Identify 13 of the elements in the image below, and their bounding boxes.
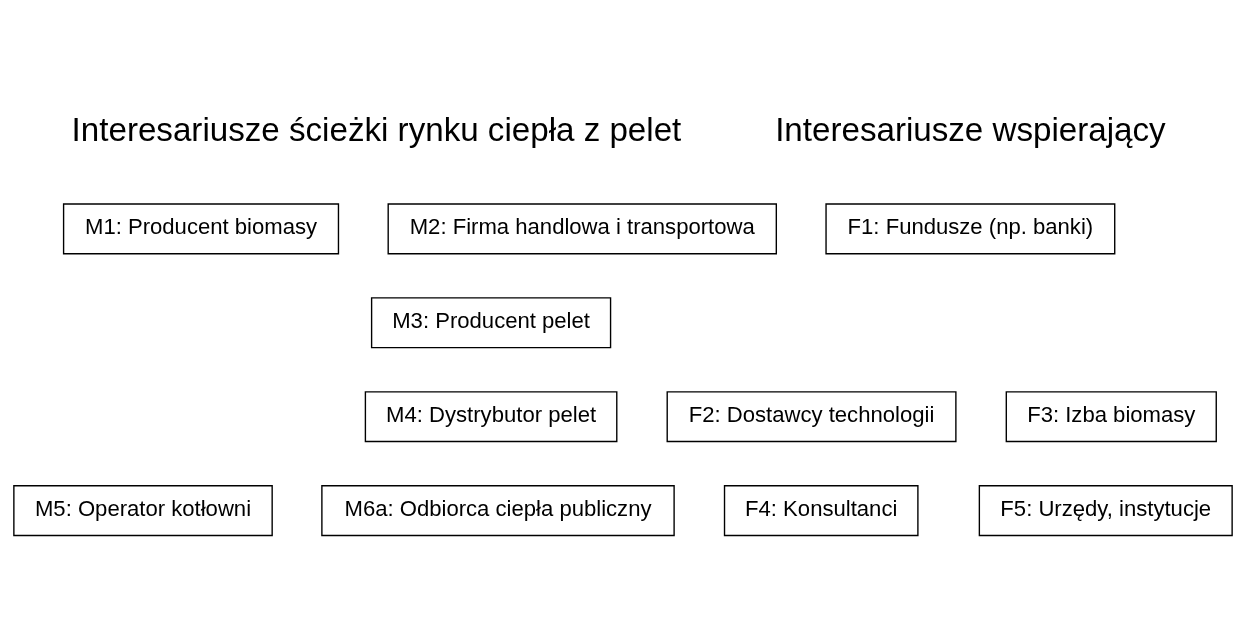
node-box: F5: Urzędy, instytucje [978, 484, 1233, 536]
node-box: F3: Izba biomasy [1005, 390, 1217, 442]
node-box: F1: Fundusze (np. banki) [825, 202, 1116, 254]
node-box: M5: Operator kotłowni [13, 484, 273, 536]
node-box: M2: Firma handlowa i transportowa [387, 202, 777, 254]
node-box: M3: Producent pelet [370, 296, 612, 348]
node-box: M1: Producent biomasy [62, 202, 340, 254]
node-box: F4: Konsultanci [723, 484, 919, 536]
node-box: M4: Dystrybutor pelet [364, 390, 618, 442]
node-box: F2: Dostawcy technologii [666, 390, 957, 442]
label: Interesariusze wspierający [775, 110, 1166, 148]
node-box: M6a: Odbiorca ciepła publiczny [321, 484, 675, 536]
label: Interesariusze ścieżki rynku ciepła z pelet [71, 110, 682, 148]
